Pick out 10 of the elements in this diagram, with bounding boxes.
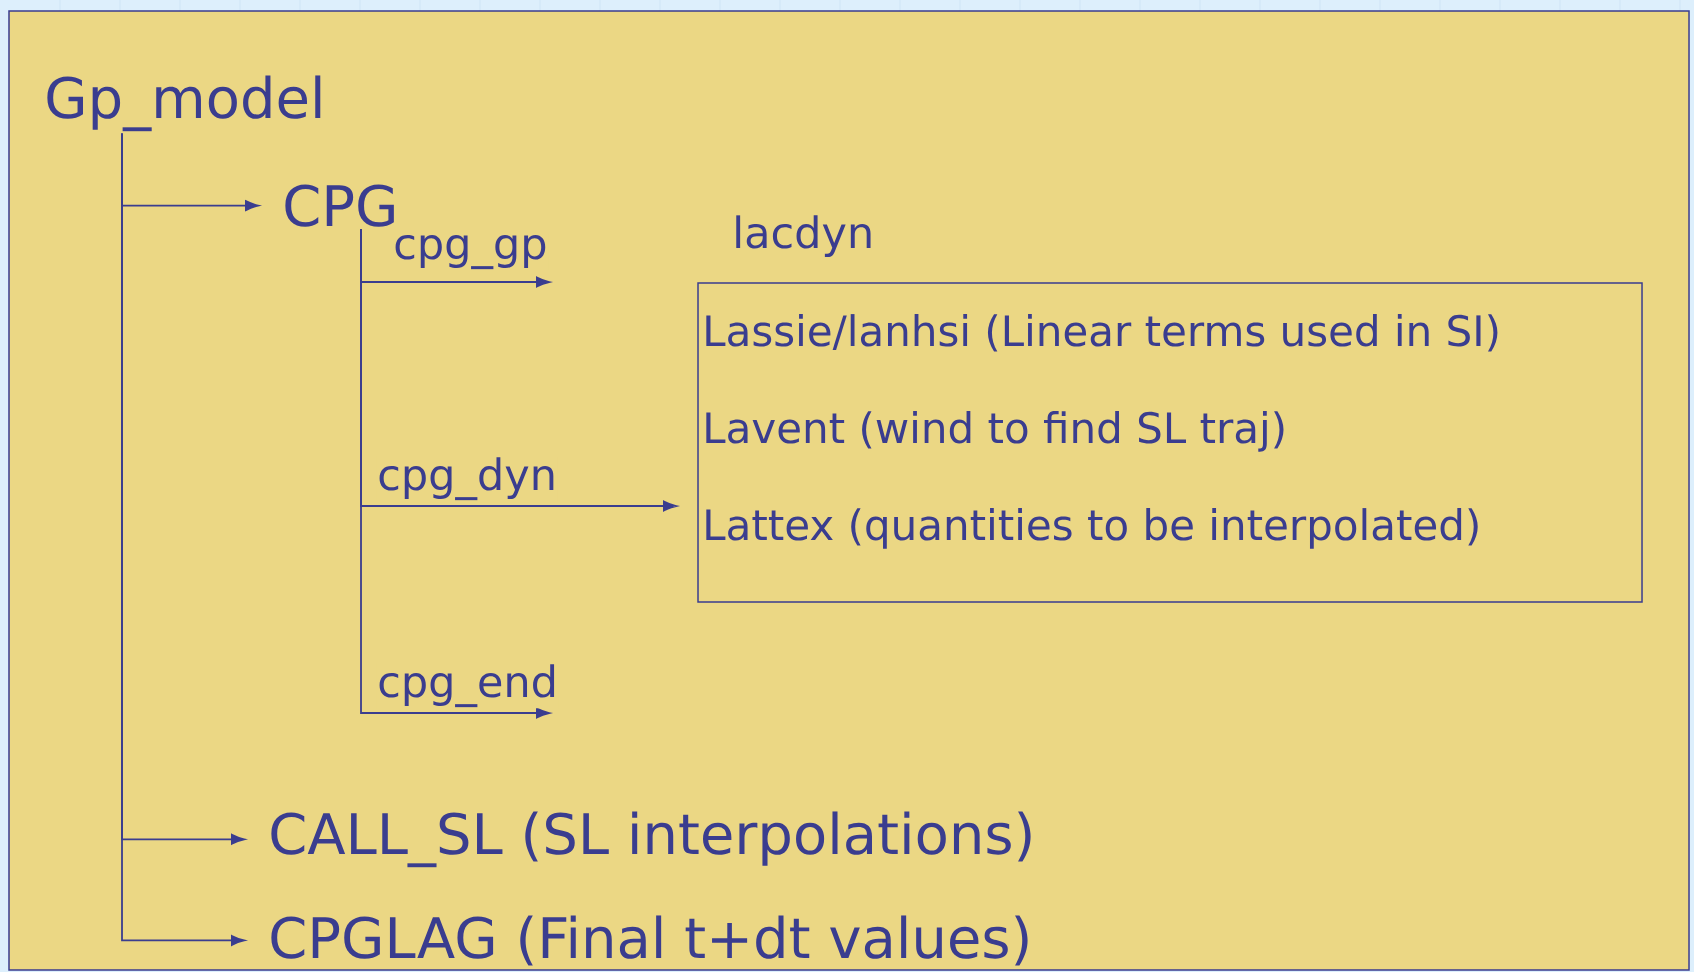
- module-name: CPG: [285, 184, 394, 227]
- edge-label: cpg_gp: [392, 233, 549, 271]
- edge-label: cpg_end: [376, 663, 559, 709]
- box-heading: lacdyn: [736, 215, 871, 257]
- routine-box: Lassie/lanhsi (Linear terms used in SI) Lavent (wind to find SL traj) Lattex (quantities to be interpolated): [697, 282, 1643, 603]
- arrow: [360, 228, 550, 719]
- module-name: CALL_SL (SL interpolations): [271, 811, 1031, 868]
- module-name: CPGLAG (Final t+dt values): [271, 915, 1028, 966]
- edge-label: cpg_dyn: [376, 456, 558, 502]
- module-name: Gp_model: [47, 75, 321, 132]
